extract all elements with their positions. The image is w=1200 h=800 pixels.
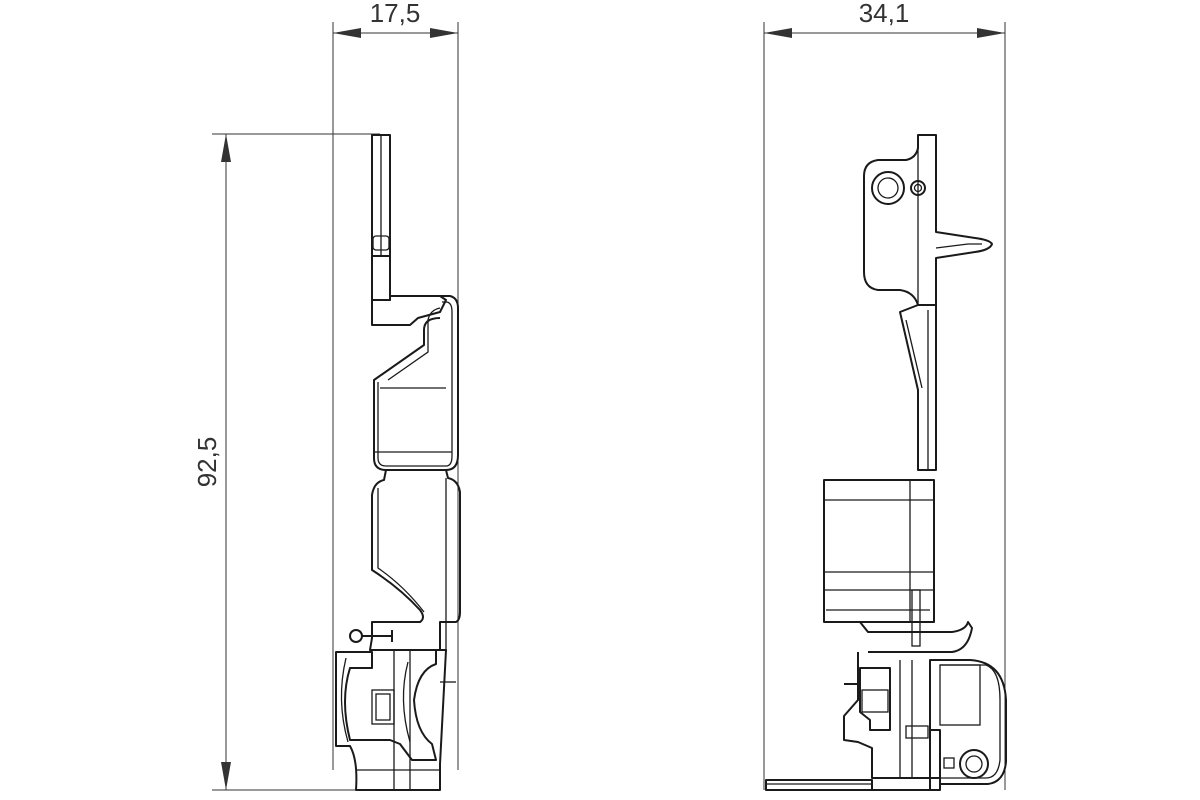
dimension-side-width: 17,5 bbox=[332, 0, 459, 770]
front-hole-large bbox=[871, 171, 905, 205]
front-width-label: 34,1 bbox=[859, 0, 910, 28]
front-blade bbox=[899, 304, 937, 471]
front-view bbox=[765, 134, 1007, 791]
front-base bbox=[765, 777, 941, 791]
side-latch bbox=[335, 649, 447, 791]
front-flag bbox=[863, 134, 993, 306]
front-hole-small bbox=[910, 180, 926, 196]
side-width-label: 17,5 bbox=[370, 0, 421, 28]
dimension-height: 92,5 bbox=[192, 133, 395, 791]
dimension-front-width: 34,1 bbox=[763, 0, 1006, 790]
side-view bbox=[335, 134, 461, 791]
front-bottom-hole bbox=[959, 749, 989, 779]
side-lower-body bbox=[369, 469, 461, 651]
front-housing bbox=[823, 479, 935, 623]
front-connector bbox=[843, 652, 1007, 785]
height-label: 92,5 bbox=[192, 437, 222, 488]
side-upper-body bbox=[371, 295, 447, 326]
